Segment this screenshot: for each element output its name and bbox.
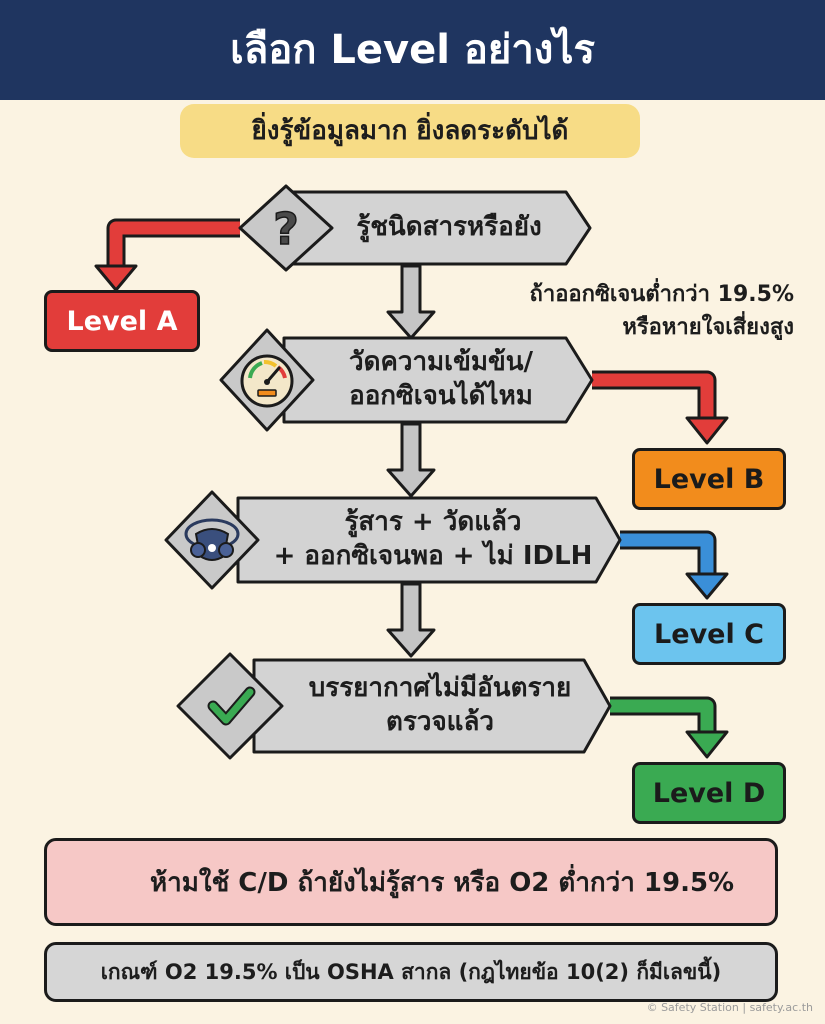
rule-box [44, 942, 778, 1002]
connector-to-level-a [94, 218, 240, 292]
step-3-label: รู้สาร + วัดแล้ว + ออกซิเจนพอ + ไม่ IDLH [273, 507, 593, 571]
warning-text: ห้ามใช้ C/D ถ้ายังไม่รู้สาร หรือ O2 ต่ำก… [150, 867, 735, 898]
step-box-3 [236, 496, 622, 584]
level-b-box: Level B [632, 448, 786, 510]
respirator-mask-icon [164, 490, 260, 590]
header-bar [0, 0, 825, 100]
connector-to-level-b [592, 370, 729, 445]
gauge-icon [219, 328, 315, 432]
step-box-4 [252, 658, 612, 754]
step-4-label: บรรยากาศไม่มีอันตราย ตรวจแล้ว [308, 673, 572, 737]
oxygen-note: ถ้าออกซิเจนต่ำกว่า 19.5% หรือหายใจเสี่ยง… [529, 282, 794, 340]
checkmark-icon [176, 652, 284, 760]
level-c-box: Level C [632, 603, 786, 665]
down-arrow-3 [386, 582, 436, 658]
step-1-label: รู้ชนิดสารหรือยัง [356, 212, 542, 243]
rule-text: เกณฑ์ O2 19.5% เป็น OSHA สากล (กฎไทยข้อ … [100, 959, 722, 984]
page-title: เลือก Level อย่างไร [230, 27, 595, 73]
level-d-box: Level D [632, 762, 786, 824]
step-2-label: วัดความเข้มข้น/ ออกซิเจนได้ไหม [348, 347, 534, 411]
down-arrow-2 [386, 422, 436, 498]
credit-text: © Safety Station | safety.ac.th [646, 1001, 813, 1014]
level-a-box: Level A [44, 290, 200, 352]
warning-box [44, 838, 778, 926]
down-arrow-1 [386, 264, 436, 340]
subtitle-banner: ยิ่งรู้ข้อมูลมาก ยิ่งลดระดับได้ [180, 104, 640, 158]
svg-text:?: ? [273, 204, 299, 255]
question-icon: ? [238, 184, 334, 272]
connector-to-level-c [620, 530, 729, 600]
connector-to-level-d [610, 696, 729, 759]
